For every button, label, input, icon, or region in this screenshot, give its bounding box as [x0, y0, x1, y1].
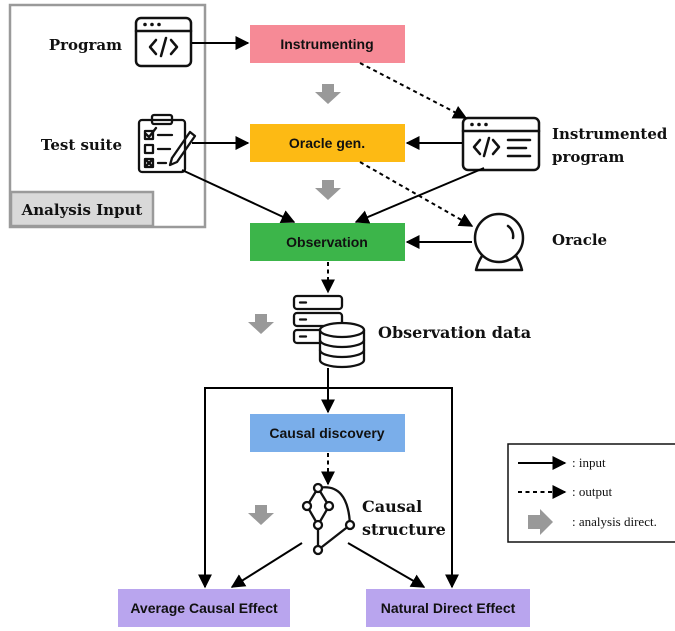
causal-label-line1: Causal: [362, 497, 422, 516]
panel-title-bg: [9, 190, 155, 228]
grey-down-arrow-2: [315, 180, 341, 200]
crystal-ball-icon: [473, 212, 525, 272]
oracle-gen-box: Oracle gen.: [250, 124, 405, 162]
output-arrows: [321, 62, 474, 486]
legend-output-text: : output: [572, 484, 612, 499]
input-arrows: [181, 36, 485, 589]
database-server-icon: [292, 294, 366, 369]
instrumented-label-line2: program: [552, 148, 625, 166]
analysis-direction-arrows: [248, 84, 341, 525]
instrumented-label-line1: Instrumented: [552, 125, 668, 143]
causal-discovery-box: Causal discovery: [250, 414, 405, 452]
program-label: Program: [49, 36, 122, 54]
test-suite-label: Test suite: [41, 136, 122, 154]
observation-data-label: Observation data: [378, 323, 531, 342]
panel-title: Analysis Input: [21, 201, 143, 219]
legend-analysis-text: : analysis direct.: [572, 514, 657, 529]
oracle-label: Oracle: [552, 231, 607, 249]
observation-label: Observation: [286, 234, 368, 250]
grey-down-arrow-3: [248, 314, 274, 334]
code-window-icon: [134, 16, 193, 68]
grey-down-arrow-4: [248, 505, 274, 525]
ace-box: Average Causal Effect: [118, 589, 290, 627]
analysis-input-panel: Analysis Input: [8, 3, 207, 229]
nde-label: Natural Direct Effect: [381, 600, 516, 616]
oracle-gen-label: Oracle gen.: [289, 135, 365, 151]
instrumented-code-icon: [461, 116, 541, 172]
legend-analysis-arrow: [528, 509, 553, 535]
grey-down-arrow-1: [315, 84, 341, 104]
observation-box: Observation: [250, 223, 405, 261]
instrumenting-label: Instrumenting: [280, 36, 373, 52]
causal-label-line2: structure: [362, 520, 446, 539]
legend: : input : output : analysis direct.: [507, 443, 675, 543]
instrumenting-box: Instrumenting: [250, 25, 405, 63]
nde-box: Natural Direct Effect: [366, 589, 530, 627]
ace-label: Average Causal Effect: [130, 600, 278, 616]
graph-structure-icon: [301, 482, 356, 556]
legend-input-text: : input: [572, 455, 606, 470]
checklist-icon: [137, 113, 197, 174]
causal-discovery-label: Causal discovery: [269, 425, 384, 441]
